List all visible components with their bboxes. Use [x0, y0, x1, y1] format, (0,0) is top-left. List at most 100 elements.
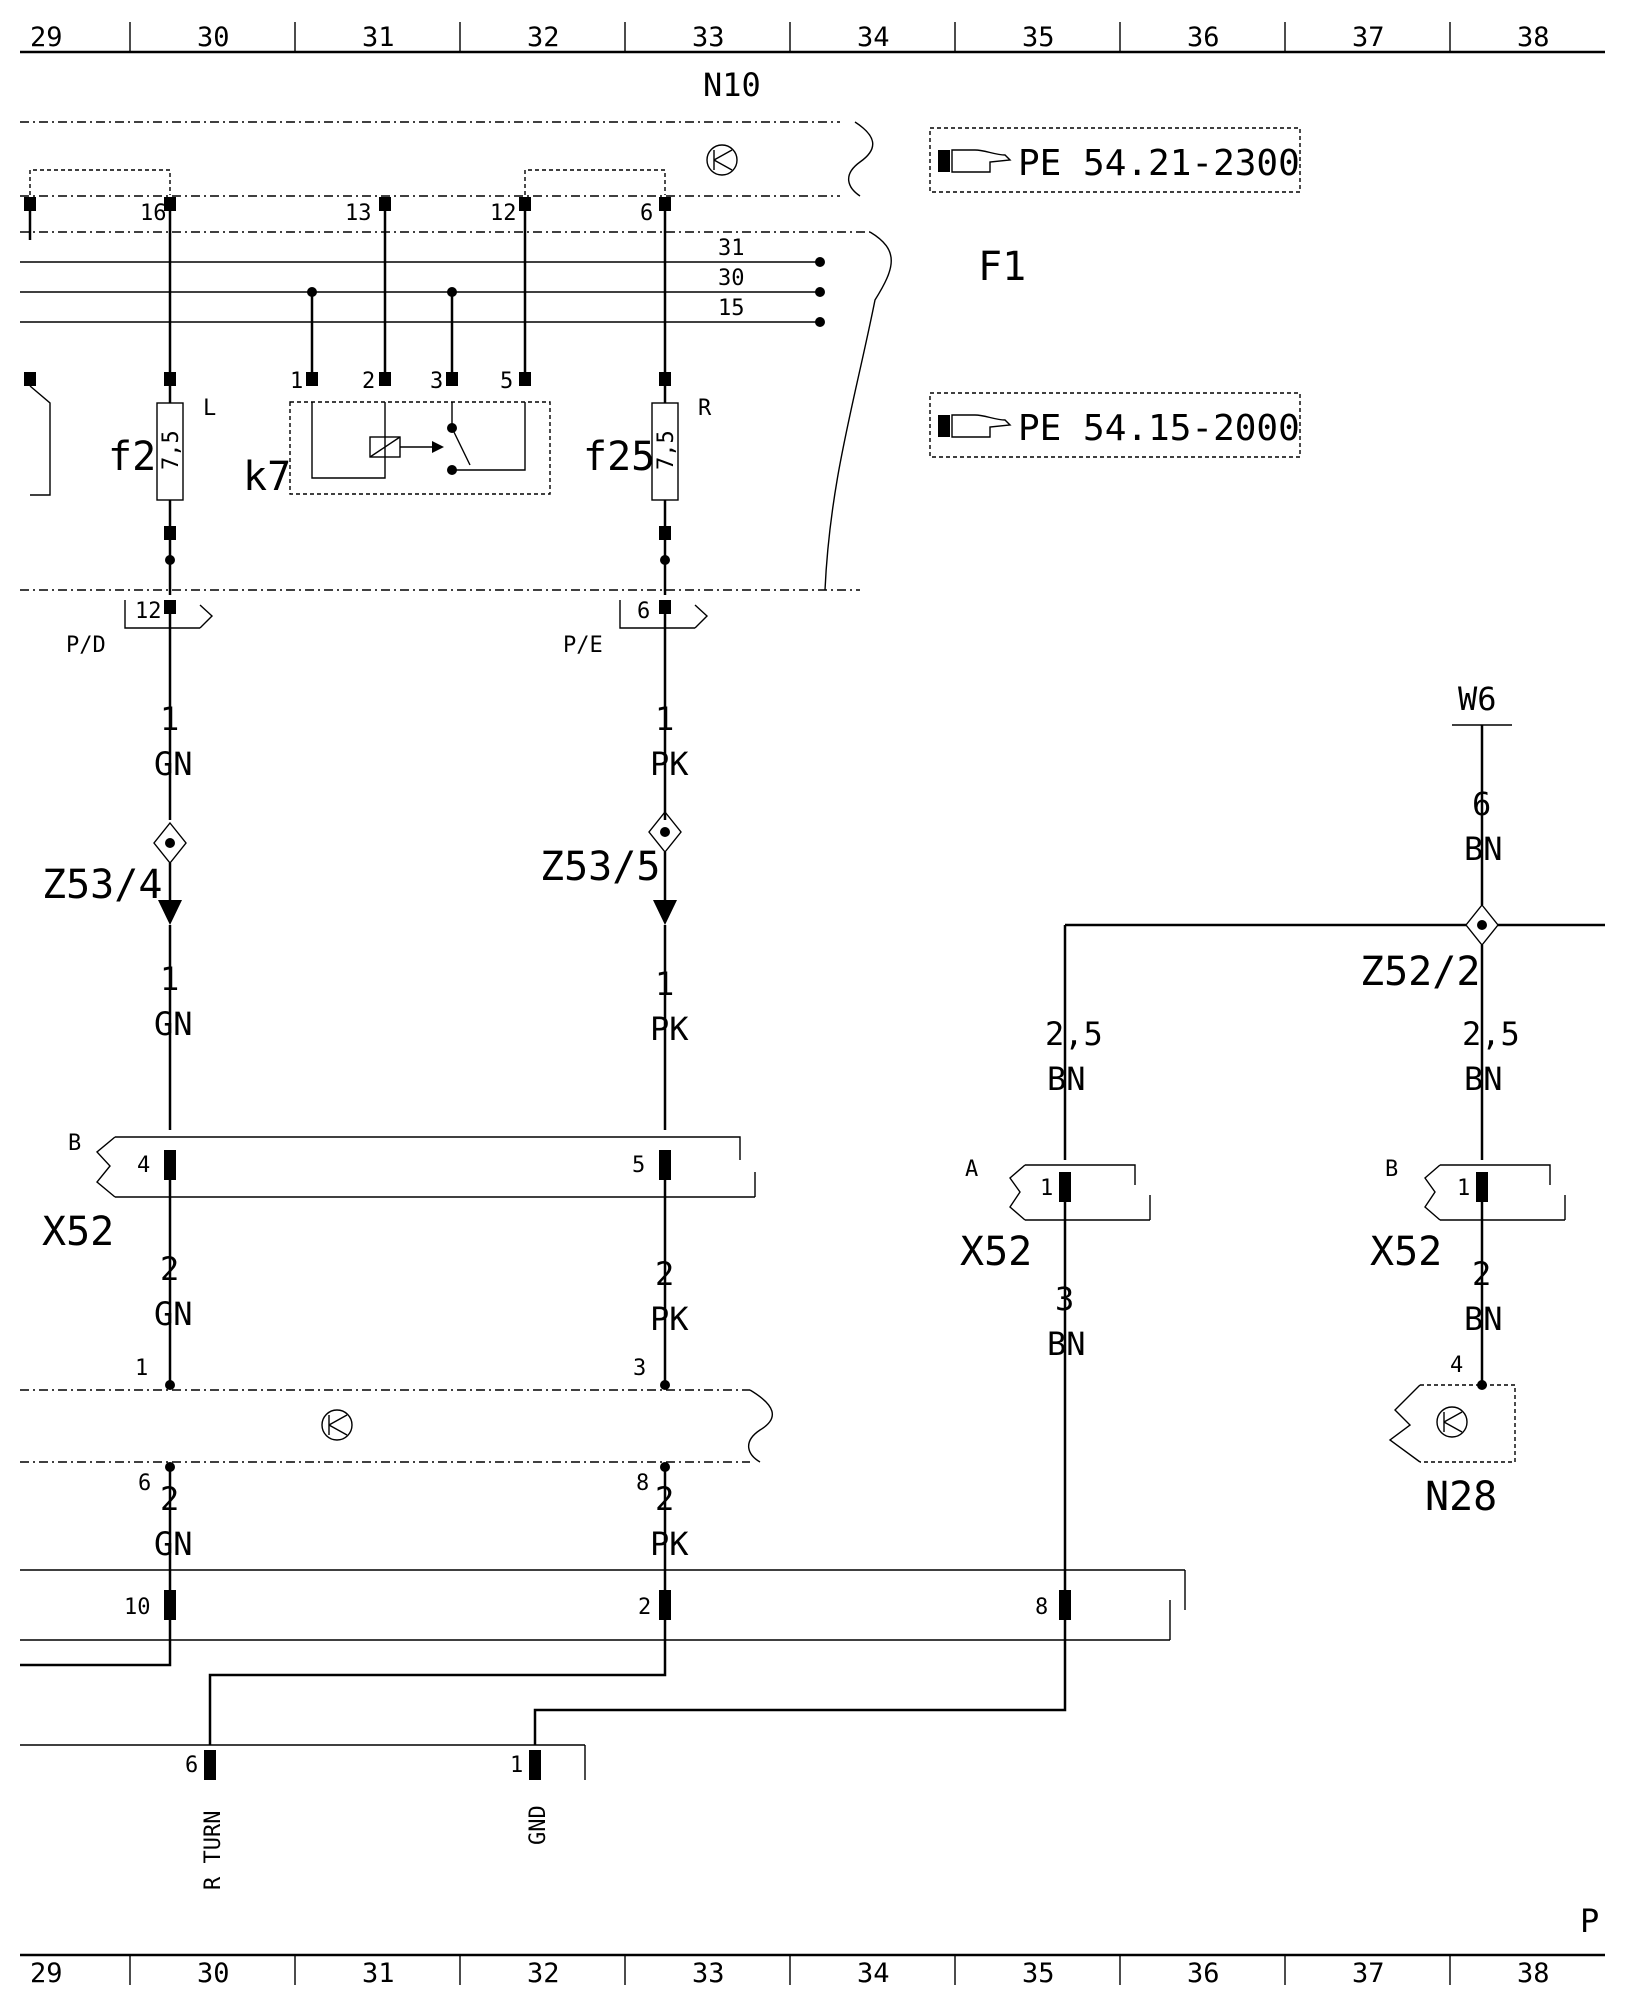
pin-label: 4: [1450, 1353, 1463, 1378]
wire-color: GN: [154, 1005, 193, 1043]
column-number: 29: [30, 22, 63, 53]
pointing-hand-icon: [938, 414, 1012, 438]
wire-gauge: 2: [655, 1255, 674, 1293]
plug-name: P/E: [563, 633, 603, 658]
wire-gauge: 1: [160, 700, 179, 738]
module-n10-f1: N10 F1 16 13 12 6 31 30 15: [20, 66, 1026, 595]
relay-pin: 3: [430, 369, 443, 394]
signal-label-gnd: GND: [526, 1805, 551, 1845]
module-label-w6: W6: [1458, 680, 1497, 718]
fuse-name: f25: [583, 434, 655, 480]
plug-pe: 6 P/E: [563, 599, 709, 658]
top-column-bar: 29 30 31 32 33 34 35 36 37 38: [20, 22, 1605, 54]
pin-label: 8: [1035, 1595, 1048, 1620]
connector-side: A: [965, 1157, 978, 1182]
transistor-icon: [1436, 1406, 1468, 1438]
wire-pk-path: 1 PK Z53/5 1 PK: [540, 614, 689, 1130]
column-number: 38: [1517, 1958, 1550, 1989]
column-number: 34: [857, 22, 890, 53]
column-number: 31: [362, 1958, 395, 1989]
column-number: 32: [527, 22, 560, 53]
column-number: 35: [1022, 1958, 1055, 1989]
column-number: 35: [1022, 22, 1055, 53]
fuse-f25: 7,5 f25 R: [583, 372, 712, 595]
connector-x52-b-right: B 1 X52: [1370, 1157, 1566, 1275]
pin-label: 4: [137, 1153, 150, 1178]
fuse-name: f2: [108, 434, 156, 480]
module-label-f1: F1: [978, 244, 1026, 290]
plug-pin: 6: [637, 599, 650, 624]
wire-color: GN: [154, 1525, 193, 1563]
wire-gauge: 1: [655, 700, 674, 738]
wire-gauge: 2: [655, 1480, 674, 1518]
column-number: 34: [857, 1958, 890, 1989]
relay-pin: 5: [500, 369, 513, 394]
reference-text: PE 54.15-2000: [1018, 408, 1300, 449]
connector-side: B: [68, 1131, 81, 1156]
column-number: 29: [30, 1958, 63, 1989]
lower-connector: 10 2 8: [20, 1569, 1186, 1641]
column-number: 30: [197, 1958, 230, 1989]
wire-gn-path: 1 GN Z53/4 1 GN: [42, 614, 193, 1130]
reference-box-2: PE 54.15-2000: [929, 392, 1301, 458]
pin-label: 6: [185, 1753, 198, 1778]
splice-label-z53-5: Z53/5: [540, 844, 660, 890]
pin-label: 6: [138, 1471, 151, 1496]
pin-label: 1: [1457, 1176, 1470, 1201]
bottom-connector: 6 1 R TURN GND: [20, 1744, 586, 1890]
relay-k7: 1 2 3 5 k7: [243, 287, 551, 500]
wire-color: PK: [650, 1525, 689, 1563]
connector-label-x52: X52: [42, 1209, 114, 1255]
fuse-rating: 7,5: [159, 430, 184, 470]
fuse-side: L: [203, 396, 216, 421]
ground-w6: W6 6 BN: [1452, 680, 1512, 905]
connector-x52-a: A 1 X52: [960, 1157, 1151, 1275]
wire-color: PK: [650, 745, 689, 783]
column-number: 33: [692, 1958, 725, 1989]
connector-label-x52: X52: [1370, 1229, 1442, 1275]
plug-pin: 12: [135, 599, 162, 624]
wire-color: BN: [1464, 830, 1503, 868]
splice-icon: [153, 821, 187, 865]
relay-pin: 1: [290, 369, 303, 394]
splice-z52-2: Z52/2: [1065, 903, 1605, 995]
connector-x52-b-left: B 4 5 X52: [42, 1131, 756, 1255]
wire-color: BN: [1464, 1060, 1503, 1098]
wire-color: BN: [1047, 1060, 1086, 1098]
column-number: 32: [527, 1958, 560, 1989]
column-number: 36: [1187, 22, 1220, 53]
reference-box-1: PE 54.21-2300: [929, 127, 1301, 193]
wire-color: PK: [650, 1010, 689, 1048]
wire-gauge: 1: [160, 960, 179, 998]
relay-pin: 2: [362, 369, 375, 394]
wire-color: BN: [1047, 1325, 1086, 1363]
pin-label: 10: [124, 1595, 151, 1620]
corner-label: P: [1580, 1902, 1599, 1940]
module-middle: 1 3 6 8: [20, 1356, 773, 1496]
splice-label-z53-4: Z53/4: [42, 862, 162, 908]
wire-gauge: 2: [1472, 1255, 1491, 1293]
pin-label: 13: [345, 201, 372, 226]
connector-label-x52: X52: [960, 1229, 1032, 1275]
wire-gauge: 1: [655, 965, 674, 1003]
pin-label: 3: [633, 1356, 646, 1381]
fuse-side: R: [698, 396, 712, 421]
terminal-label: 31: [718, 236, 745, 261]
terminal-label: 15: [718, 296, 745, 321]
signal-label-rturn: R TURN: [201, 1811, 226, 1890]
module-label-n28: N28: [1425, 1474, 1497, 1520]
transistor-icon: [321, 1409, 353, 1441]
wire-color: PK: [650, 1300, 689, 1338]
pin-label: 1: [1040, 1176, 1053, 1201]
column-number: 31: [362, 22, 395, 53]
connector-side: B: [1385, 1157, 1398, 1182]
wire-color: GN: [154, 1295, 193, 1333]
wire-gauge: 2,5: [1045, 1015, 1103, 1053]
column-number: 36: [1187, 1958, 1220, 1989]
wire-gauge: 3: [1055, 1280, 1074, 1318]
pin-label: 16: [140, 201, 167, 226]
module-label-n10: N10: [703, 66, 761, 104]
relay-label-k7: k7: [243, 454, 291, 500]
terminal-label: 30: [718, 266, 745, 291]
column-number: 38: [1517, 22, 1550, 53]
